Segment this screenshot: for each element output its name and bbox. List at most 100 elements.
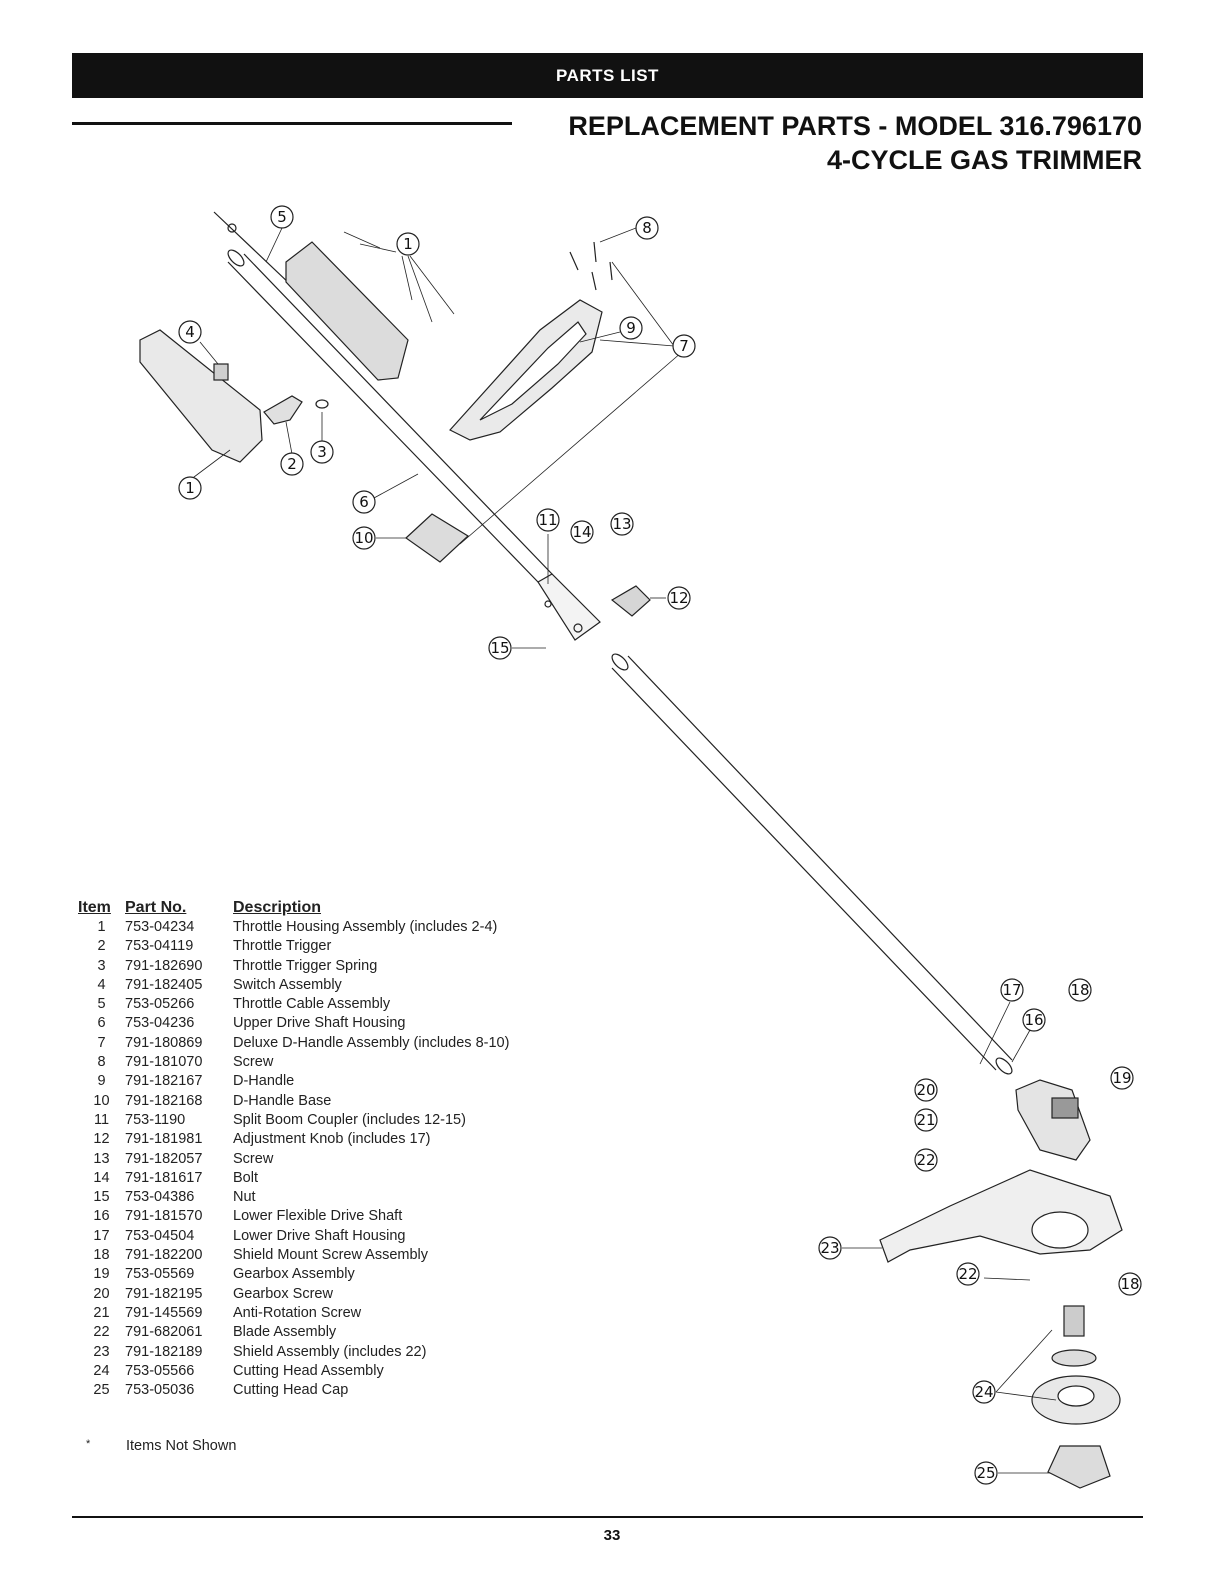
callout-19: 19 [1110,1066,1134,1090]
part-number: 753-04504 [125,1227,195,1244]
part-number: 753-04119 [125,938,194,955]
callout-12: 12 [667,586,691,610]
section-banner: PARTS LIST [72,53,1143,98]
item-number: 8 [97,1054,106,1071]
part-description: Split Boom Coupler (includes 12-15) [233,1111,466,1128]
svg-text:22: 22 [958,1265,977,1283]
part-number: 753-1190 [125,1111,186,1128]
part-description: Screw [233,1150,274,1167]
item-number: 6 [97,1015,106,1032]
part-description: Bolt [233,1169,258,1186]
part-description: Anti-Rotation Screw [233,1304,362,1321]
adjustment-knob [610,585,651,617]
callout-4: 4 [178,320,202,344]
part-description: D-Handle [233,1073,295,1090]
callout-8: 8 [635,216,659,240]
part-number: 753-04386 [125,1189,195,1206]
screws-8 [569,241,613,291]
cutting-head-cap [1047,1445,1111,1489]
svg-text:7: 7 [679,337,689,355]
parts-table-header: Item Part No. Description [78,898,573,918]
callout-7: 7 [672,334,696,358]
item-number: 23 [93,1343,110,1360]
item-number: 20 [93,1285,110,1302]
item-number: 15 [93,1189,110,1206]
svg-text:15: 15 [490,639,509,657]
callout-11: 11 [536,508,560,532]
part-number: 753-05266 [125,996,195,1013]
callout-22b: 22 [956,1262,980,1286]
item-number: 11 [93,1111,110,1128]
part-number: 791-182195 [125,1285,203,1302]
shield [879,1169,1123,1263]
svg-text:24: 24 [974,1383,993,1401]
part-description: Throttle Cable Assembly [233,996,391,1013]
part-number: 753-05036 [125,1382,195,1399]
item-number: 1 [97,919,106,935]
throttle-housing [139,241,409,463]
item-number: 5 [97,996,106,1013]
split-boom-coupler [537,573,601,641]
part-description: Throttle Trigger Spring [233,957,378,974]
callout-3: 3 [310,440,334,464]
part-description: Gearbox Screw [233,1285,333,1302]
svg-text:21: 21 [916,1111,935,1129]
callout-6: 6 [352,490,376,514]
part-description: Cutting Head Assembly [233,1362,384,1379]
footnote-symbol: * [86,1438,91,1450]
item-number: 7 [97,1034,106,1051]
header-item: Item [78,899,111,916]
svg-text:19: 19 [1112,1069,1131,1087]
upper-shaft-housing [227,249,553,583]
svg-text:22: 22 [916,1151,935,1169]
part-description: Blade Assembly [233,1324,337,1341]
item-number: 4 [97,976,106,993]
item-number: 2 [97,938,106,955]
part-description: Deluxe D-Handle Assembly (includes 8-10) [233,1034,510,1051]
part-description: Throttle Trigger [233,938,332,955]
table-row: 20 791-182195 Gearbox Screw [78,1285,573,1304]
callout-9: 9 [619,316,643,340]
gearbox [1015,1079,1091,1161]
item-number: 10 [93,1092,110,1109]
header-rule [72,122,512,125]
part-number: 791-181981 [125,1131,203,1148]
item-number: 21 [93,1304,110,1321]
item-number: 12 [93,1131,110,1148]
part-description: Lower Drive Shaft Housing [233,1227,406,1244]
part-number: 791-182167 [125,1073,203,1090]
callout-18a: 18 [1068,978,1092,1002]
throttle-trigger [263,395,303,425]
cutting-head [1031,1305,1121,1425]
item-number: 22 [93,1324,110,1341]
footnote: * Items Not Shown [86,1438,236,1454]
d-handle [449,299,603,441]
switch-assembly [213,363,229,381]
svg-text:6: 6 [359,493,369,511]
part-number: 753-04236 [125,1015,195,1032]
item-number: 9 [97,1073,106,1090]
part-description: D-Handle Base [233,1092,332,1109]
item-number: 25 [93,1382,110,1399]
item-number: 13 [93,1150,110,1167]
part-description: Shield Assembly (includes 22) [233,1343,427,1360]
part-number: 791-182405 [125,976,203,993]
part-number: 791-180869 [125,1034,203,1051]
footnote-text: Items Not Shown [126,1438,237,1454]
svg-text:20: 20 [916,1081,935,1099]
